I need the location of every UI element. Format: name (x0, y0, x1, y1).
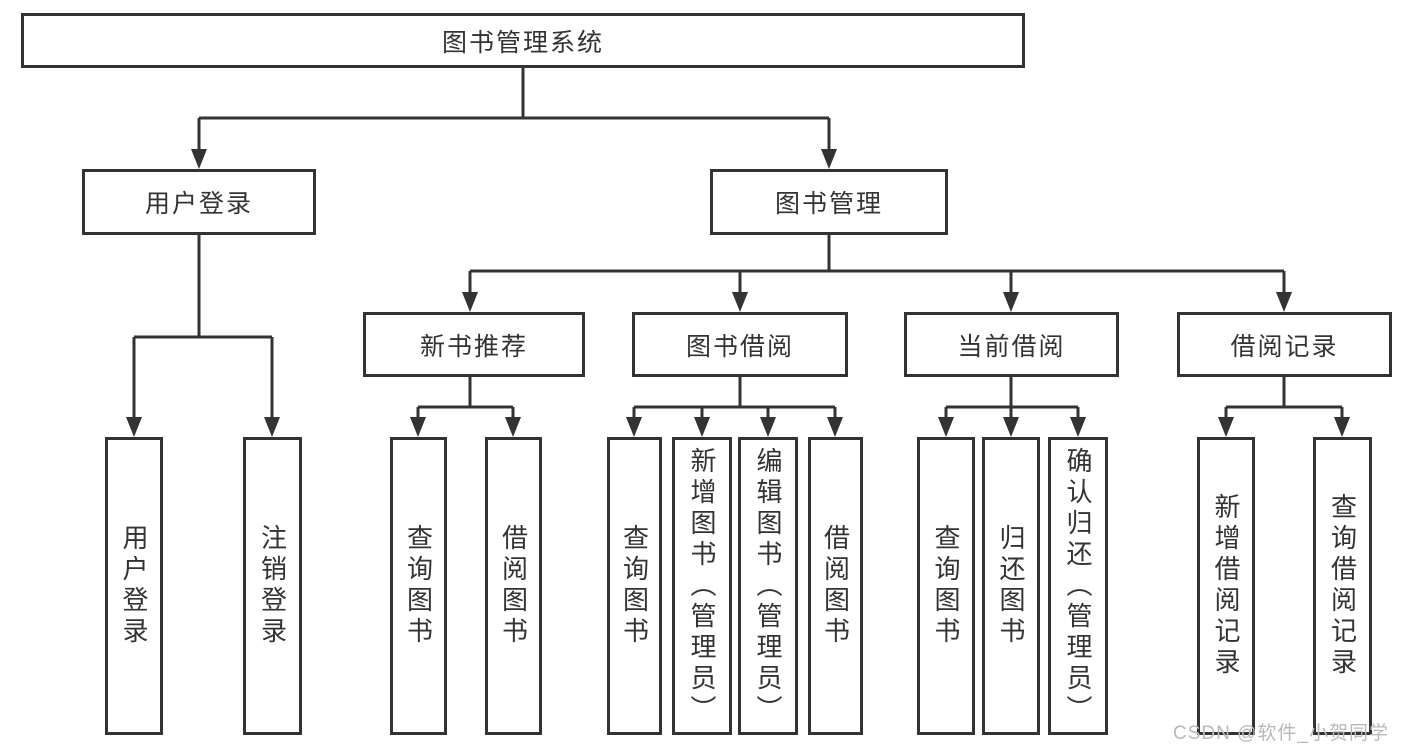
node-borrow-books-borrowing-label: 借阅图书 (820, 524, 851, 648)
node-query-books-recommend: 查询图书 (390, 437, 447, 735)
node-book-borrowing: 图书借阅 (632, 312, 848, 377)
node-query-borrow-record: 查询借阅记录 (1313, 437, 1372, 735)
node-edit-book-admin: 编辑图书（管理员） (738, 437, 798, 735)
node-login: 用户登录 (105, 437, 163, 735)
node-borrow-records: 借阅记录 (1177, 312, 1392, 377)
node-new-book-recommend: 新书推荐 (363, 312, 585, 377)
node-root: 图书管理系统 (21, 13, 1025, 68)
node-query-books-borrowing: 查询图书 (607, 437, 662, 735)
node-return-books: 归还图书 (982, 437, 1040, 735)
node-query-books-current: 查询图书 (917, 437, 975, 735)
node-new-book-recommend-label: 新书推荐 (419, 332, 528, 361)
node-add-book-admin: 新增图书（管理员） (672, 437, 732, 735)
node-confirm-return-admin: 确认归还（管理员） (1048, 437, 1108, 735)
node-current-borrowing: 当前借阅 (904, 312, 1119, 377)
node-edit-book-admin-label: 编辑图书（管理员） (753, 446, 783, 726)
node-add-borrow-record: 新增借阅记录 (1197, 437, 1255, 735)
node-confirm-return-admin-label: 确认归还（管理员） (1063, 446, 1093, 726)
node-logout-label: 注销登录 (257, 524, 288, 648)
node-logout: 注销登录 (243, 437, 302, 735)
node-user-login: 用户登录 (82, 169, 316, 235)
node-login-label: 用户登录 (119, 524, 149, 648)
node-add-book-admin-label: 新增图书（管理员） (687, 446, 717, 726)
node-add-borrow-record-label: 新增借阅记录 (1211, 493, 1241, 679)
node-current-borrowing-label: 当前借阅 (957, 332, 1066, 361)
node-root-label: 图书管理系统 (441, 28, 604, 57)
node-query-books-current-label: 查询图书 (931, 524, 961, 648)
node-user-login-label: 用户登录 (144, 190, 253, 218)
node-query-borrow-record-label: 查询借阅记录 (1327, 493, 1358, 679)
csdn-watermark: CSDN @软件_小贺同学 (1173, 723, 1389, 744)
node-book-borrowing-label: 图书借阅 (685, 332, 794, 361)
node-book-management-label: 图书管理 (774, 190, 883, 218)
node-query-books-recommend-label: 查询图书 (403, 524, 434, 648)
node-return-books-label: 归还图书 (996, 524, 1026, 648)
arrowheads (126, 149, 1350, 437)
node-borrow-records-label: 借阅记录 (1230, 332, 1339, 361)
node-borrow-books-borrowing: 借阅图书 (808, 437, 863, 735)
node-query-books-borrowing-label: 查询图书 (619, 524, 650, 648)
node-borrow-books-recommend-label: 借阅图书 (498, 524, 529, 648)
node-book-management: 图书管理 (710, 169, 948, 235)
node-borrow-books-recommend: 借阅图书 (485, 437, 542, 735)
